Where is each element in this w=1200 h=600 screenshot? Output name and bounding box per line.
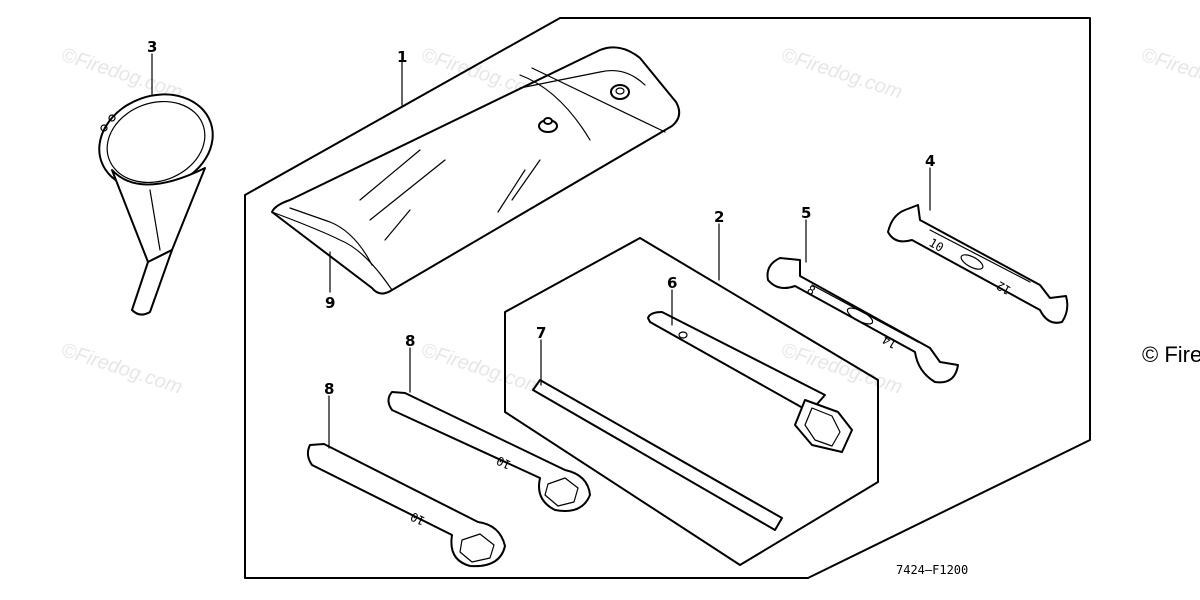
tool-bag — [271, 46, 681, 295]
open-wrench-10-12: 10 12 — [887, 204, 1069, 324]
watermark: ©Firedog.com — [58, 339, 185, 399]
callout-9: 9 — [325, 294, 335, 312]
funnel — [98, 93, 214, 316]
spark-plug-wrench — [647, 311, 853, 453]
box-wrench-a: 10 — [387, 391, 591, 512]
watermark: ©Firedog.com — [1138, 44, 1200, 104]
callout-8: 8 — [324, 380, 334, 398]
wrench-size-marking: 14 — [880, 332, 900, 351]
callout-7: 7 — [536, 324, 546, 342]
wrench-size-marking: 10 — [927, 235, 947, 254]
copyright-text: © Fire — [1142, 342, 1200, 367]
wrench-size-marking: 10 — [494, 453, 513, 472]
wrench-size-marking: 12 — [994, 278, 1014, 297]
callout-8: 8 — [405, 332, 415, 350]
watermark: ©Firedog.com — [778, 44, 905, 104]
leader-lines — [151, 53, 931, 449]
open-wrench-8-14: 8 14 — [766, 257, 959, 384]
callout-1: 1 — [397, 48, 407, 66]
wrench-size-marking: 10 — [408, 509, 427, 528]
callout-5: 5 — [801, 204, 811, 222]
callouts: 1 2 3 4 5 6 7 8 8 9 — [147, 38, 935, 398]
drawing-code: 7424–F1200 — [896, 563, 968, 577]
kit-boundary — [244, 17, 1091, 579]
callout-3: 3 — [147, 38, 157, 56]
callout-4: 4 — [925, 152, 935, 170]
tool-kit-boundary — [504, 237, 879, 566]
callout-6: 6 — [667, 274, 677, 292]
callout-2: 2 — [714, 208, 724, 226]
box-wrench-b: 10 — [306, 443, 506, 568]
tommy-bar — [532, 379, 783, 531]
watermark: ©Firedog.com — [418, 339, 545, 399]
